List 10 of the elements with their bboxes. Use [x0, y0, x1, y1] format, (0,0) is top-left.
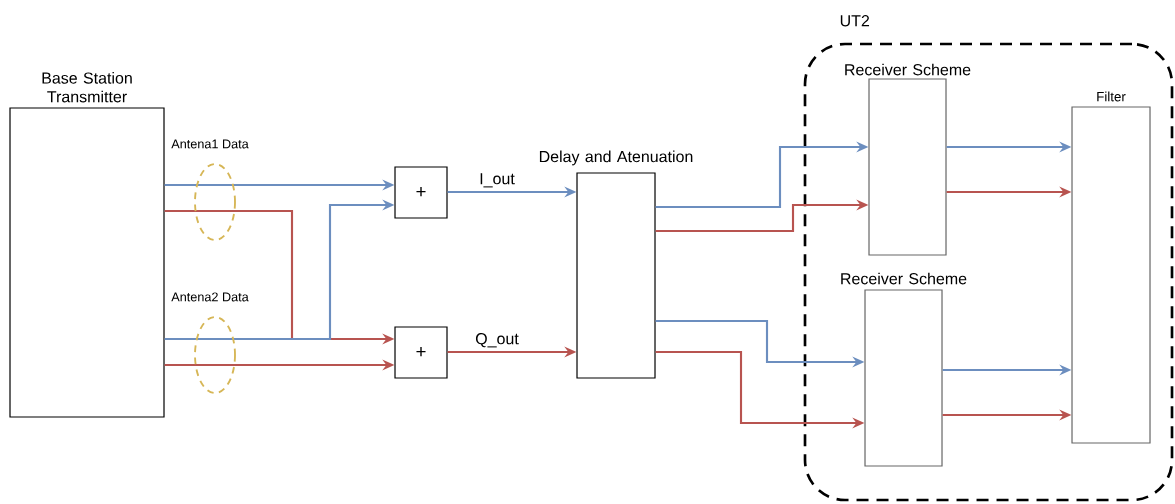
- block-box: +: [394, 166, 448, 219]
- edge-label: Q_out: [473, 331, 521, 349]
- heading: Base Station Transmitter: [42, 72, 132, 103]
- heading: Receiver Scheme: [845, 63, 971, 76]
- heading: Receiver Scheme: [841, 272, 967, 285]
- heading: UT2: [840, 15, 870, 27]
- edge-label: I_out: [477, 171, 517, 189]
- block-box: +: [394, 326, 448, 379]
- heading: Filter: [1097, 91, 1126, 102]
- heading: Delay and Atenuation: [539, 150, 693, 166]
